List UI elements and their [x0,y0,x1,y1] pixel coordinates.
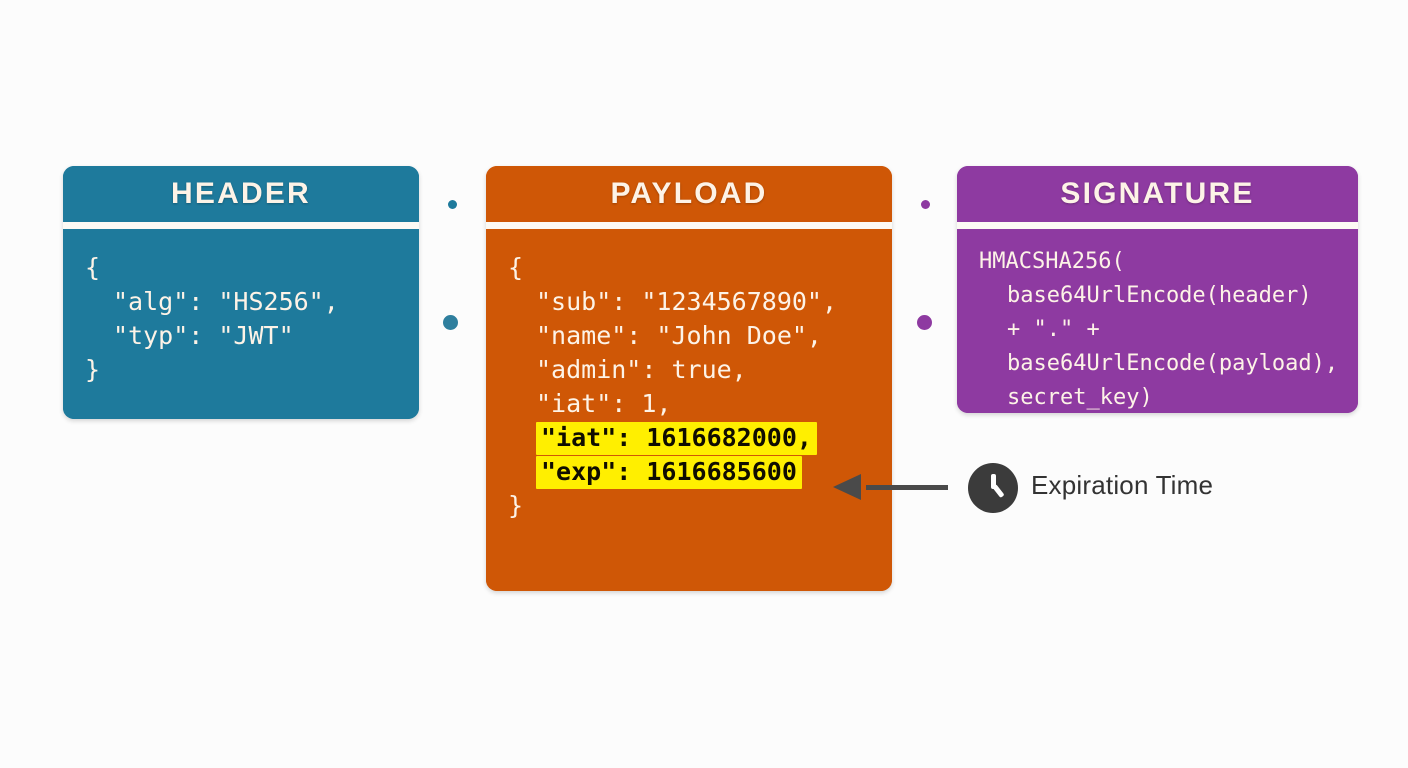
payload-card-title: PAYLOAD [486,166,892,222]
separator-dot-payload-signature-top [921,200,930,209]
code-line: "admin": true, [536,355,747,384]
signature-card-code: HMACSHA256( base64UrlEncode(header) + "." … [957,229,1358,413]
code-line: } [508,491,524,520]
jwt-signature-card: SIGNATURE HMACSHA256( base64UrlEncode(hea… [957,166,1358,413]
clock-hour-hand [992,484,1005,499]
code-line: "sub": "1234567890", [536,287,838,316]
clock-minute-hand [991,474,996,489]
highlighted-claim: "iat": 1616682000, [536,422,817,455]
code-line: "iat": 1616682000, [508,421,892,455]
header-card-divider [63,222,419,229]
code-line: base64UrlEncode(payload), [1007,351,1339,376]
jwt-header-card: HEADER { "alg": "HS256", "typ": "JWT"} [63,166,419,419]
code-line: { [85,253,101,282]
code-line: "iat": 1, [536,389,672,418]
code-line: HMACSHA256( [979,249,1125,274]
separator-dot-payload-signature-bottom [917,315,932,330]
separator-dot-header-payload-top [448,200,457,209]
code-line: "name": "John Doe", [536,321,822,350]
payload-card-divider [486,222,892,229]
header-card-code: { "alg": "HS256", "typ": "JWT"} [63,229,419,419]
code-line: secret_key) [1007,385,1153,410]
code-line: base64UrlEncode(header) [1007,283,1312,308]
highlighted-claim: "exp": 1616685600 [536,456,802,489]
annotation-arrow-head [833,474,861,500]
header-card-title: HEADER [63,166,419,222]
annotation-label: Expiration Time [1031,470,1214,500]
signature-card-divider [957,222,1358,229]
signature-card-title: SIGNATURE [957,166,1358,222]
code-line: } [85,355,101,384]
jwt-payload-card: PAYLOAD { "sub": "1234567890", "name": "Jo… [486,166,892,591]
payload-card-code: { "sub": "1234567890", "name": "John Doe",… [486,229,892,591]
annotation-arrow-shaft [866,485,948,490]
code-line: { [508,253,524,282]
separator-dot-header-payload-bottom [443,315,458,330]
code-line: "alg": "HS256", [113,287,339,316]
clock-icon [968,463,1018,513]
code-line: "typ": "JWT" [113,321,294,350]
code-line: "exp": 1616685600 [508,455,892,489]
code-line: + "." + [1007,317,1100,342]
